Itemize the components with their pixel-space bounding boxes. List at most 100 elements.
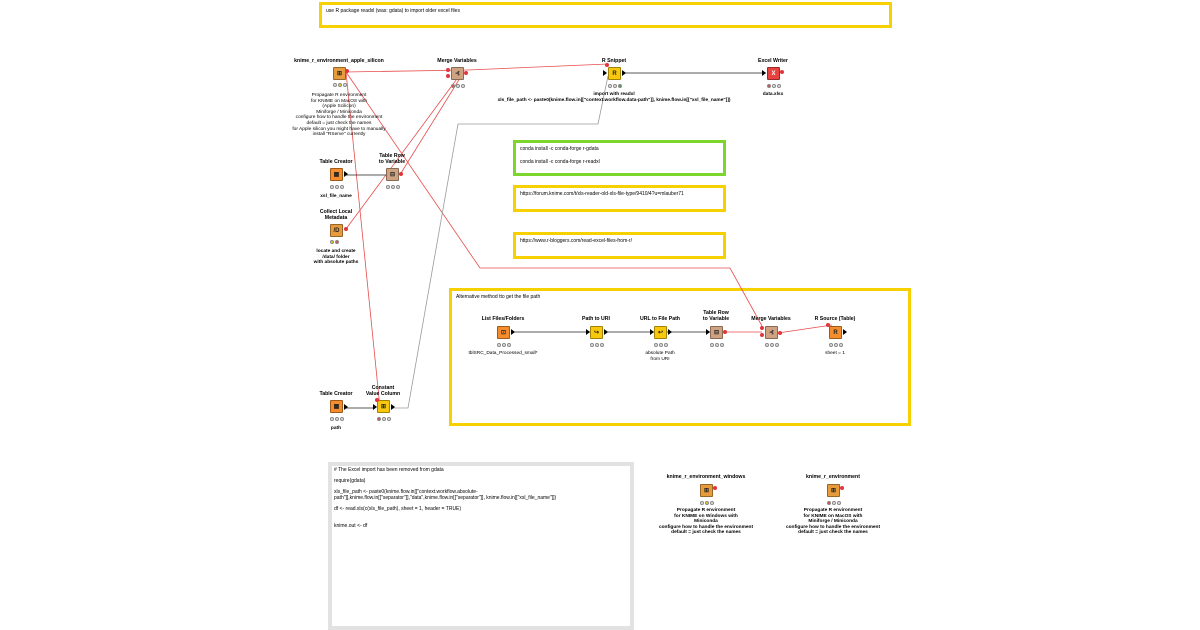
input-port[interactable] bbox=[446, 68, 450, 72]
output-port[interactable] bbox=[464, 71, 468, 75]
status-lights bbox=[330, 185, 344, 189]
output-port[interactable] bbox=[391, 404, 395, 410]
status-lights bbox=[451, 84, 465, 88]
input-port[interactable] bbox=[760, 326, 764, 330]
metanode-icon[interactable]: ⊞ bbox=[333, 67, 346, 80]
node-title: Collect Local Metadata bbox=[319, 209, 353, 221]
status-lights bbox=[497, 343, 511, 347]
output-port[interactable] bbox=[344, 404, 348, 410]
output-port[interactable] bbox=[604, 329, 608, 335]
node-title: Merge Variables bbox=[437, 58, 477, 64]
table-row-to-variable-icon[interactable]: ⊟ bbox=[386, 168, 399, 181]
metanode-icon[interactable]: /D bbox=[330, 224, 343, 237]
output-port[interactable] bbox=[840, 486, 844, 490]
input-port[interactable] bbox=[826, 323, 830, 327]
node-title: knime_r_environment_apple_silicon bbox=[294, 58, 384, 64]
status-lights bbox=[767, 84, 781, 88]
merge-variables-icon[interactable]: ⊰ bbox=[765, 326, 778, 339]
wire-renv-to-constant bbox=[345, 71, 381, 409]
r-snippet-icon[interactable]: R bbox=[608, 67, 621, 80]
output-port[interactable] bbox=[345, 69, 349, 73]
output-port[interactable] bbox=[344, 227, 348, 231]
r-source-icon[interactable]: R bbox=[829, 326, 842, 339]
node-description: Propagate R environment for KNIME on Mac… bbox=[785, 508, 881, 536]
node-description: absolute Path from URI bbox=[645, 351, 675, 362]
status-lights bbox=[765, 343, 779, 347]
table-creator-icon[interactable]: ▦ bbox=[330, 400, 343, 413]
annotation-forum-link[interactable]: https://forum.knime.com/t/xls-reader-old… bbox=[513, 185, 726, 212]
status-lights bbox=[608, 84, 622, 88]
output-port[interactable] bbox=[713, 486, 717, 490]
input-port[interactable] bbox=[586, 329, 590, 335]
status-lights bbox=[333, 83, 347, 87]
node-description: locate and create /data/ folder with abs… bbox=[313, 249, 359, 266]
node-title: Constant Value Column bbox=[365, 385, 401, 397]
node-description: tblSRC_Data_Processed_small* bbox=[468, 351, 538, 356]
table-creator-icon[interactable]: ▦ bbox=[330, 168, 343, 181]
node-title: URL to File Path bbox=[640, 316, 680, 322]
node-title: Table Creator bbox=[319, 391, 353, 397]
status-lights bbox=[829, 343, 843, 347]
node-title: Table Row to Variable bbox=[702, 310, 730, 322]
status-lights bbox=[710, 343, 724, 347]
input-port[interactable] bbox=[373, 404, 377, 410]
wire-renv-to-merge2 bbox=[345, 71, 763, 327]
input-port[interactable] bbox=[762, 70, 766, 76]
node-title: Excel Writer bbox=[758, 58, 788, 64]
output-port[interactable] bbox=[843, 329, 847, 335]
output-port[interactable] bbox=[344, 171, 348, 177]
node-description: sheet = 1 bbox=[825, 351, 845, 356]
status-lights bbox=[827, 501, 841, 505]
status-lights bbox=[590, 343, 604, 347]
input-port[interactable] bbox=[446, 74, 450, 78]
merge-variables-icon[interactable]: ⊰ bbox=[451, 67, 464, 80]
node-description: Propagate R environment for KNIME on Win… bbox=[658, 508, 754, 536]
input-port[interactable] bbox=[650, 329, 654, 335]
variable-port[interactable] bbox=[605, 63, 609, 67]
path-to-uri-icon[interactable]: ↪ bbox=[590, 326, 603, 339]
status-lights bbox=[386, 185, 400, 189]
node-description: path bbox=[330, 426, 342, 431]
variable-port[interactable] bbox=[375, 398, 379, 402]
input-port[interactable] bbox=[706, 329, 710, 335]
status-lights bbox=[330, 240, 339, 244]
status-lights bbox=[654, 343, 668, 347]
input-port[interactable] bbox=[603, 70, 607, 76]
metanode-icon[interactable]: ⊞ bbox=[700, 484, 713, 497]
output-port[interactable] bbox=[511, 329, 515, 335]
output-port[interactable] bbox=[399, 172, 403, 176]
annotation-text: # The Excel import has been removed from… bbox=[334, 467, 557, 529]
annotation-text: conda install -c conda-forge r-gdata con… bbox=[520, 146, 600, 165]
node-title: Table Creator bbox=[319, 159, 353, 165]
annotation-bloggers-link[interactable]: https://www.r-bloggers.com/read-excel-fi… bbox=[513, 232, 726, 259]
annotation-text: https://forum.knime.com/t/xls-reader-old… bbox=[520, 191, 684, 197]
node-title: Merge Variables bbox=[751, 316, 791, 322]
status-lights bbox=[330, 417, 344, 421]
table-row-to-variable-icon[interactable]: ⊟ bbox=[710, 326, 723, 339]
node-description: Propagate R environment for KNIME on Mac… bbox=[292, 93, 386, 138]
output-port[interactable] bbox=[723, 330, 727, 334]
annotation-text: Alternative method tto get the file path bbox=[456, 294, 541, 300]
wire-collect-to-merge bbox=[345, 71, 463, 230]
url-to-path-icon[interactable]: ↩ bbox=[654, 326, 667, 339]
node-description: data.xlsx bbox=[762, 92, 784, 97]
annotation-top[interactable]: use R package readxl (was: gdata) to imp… bbox=[319, 2, 892, 28]
constant-value-column-icon[interactable]: ⊞ bbox=[377, 400, 390, 413]
wire-tablerow-to-merge bbox=[400, 74, 463, 174]
output-port[interactable] bbox=[780, 70, 784, 74]
node-description: import with readxl xls_file_path <- past… bbox=[497, 92, 731, 103]
node-title: Path to URI bbox=[582, 316, 610, 322]
output-port[interactable] bbox=[668, 329, 672, 335]
input-port[interactable] bbox=[760, 333, 764, 337]
wire-constant-to-rsnippet bbox=[391, 75, 609, 409]
annotation-alternative[interactable]: Alternative method tto get the file path bbox=[449, 288, 911, 426]
list-files-icon[interactable]: ⊡ bbox=[497, 326, 510, 339]
excel-writer-icon[interactable]: X bbox=[767, 67, 780, 80]
output-port[interactable] bbox=[778, 331, 782, 335]
annotation-conda[interactable]: conda install -c conda-forge r-gdata con… bbox=[513, 140, 726, 176]
node-title: Table Row to Variable bbox=[378, 153, 406, 165]
output-port[interactable] bbox=[622, 70, 626, 76]
annotation-r-code[interactable]: # The Excel import has been removed from… bbox=[328, 462, 634, 630]
metanode-icon[interactable]: ⊞ bbox=[827, 484, 840, 497]
